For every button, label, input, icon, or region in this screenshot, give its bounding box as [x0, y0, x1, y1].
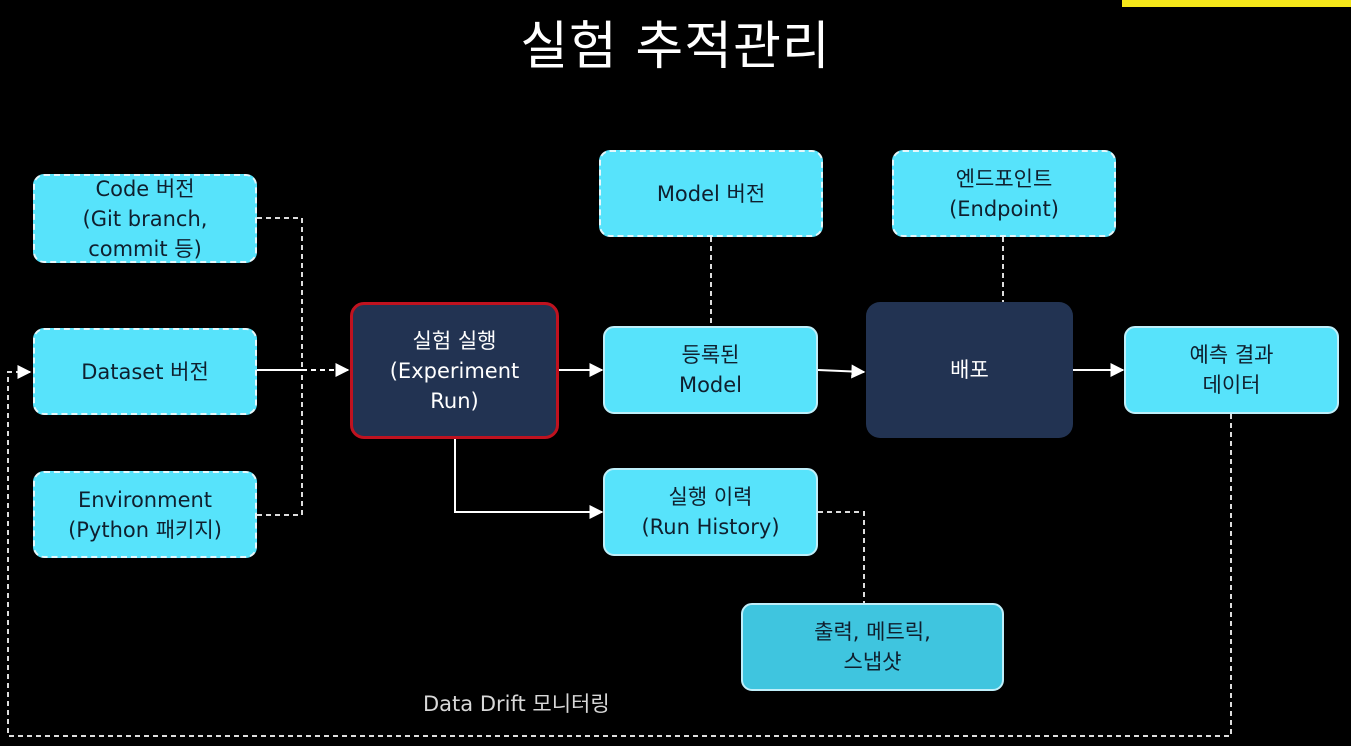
data-drift-label: Data Drift 모니터링 [423, 692, 610, 716]
accent-bar [1122, 0, 1351, 7]
connector-model-to-deploy [817, 364, 866, 379]
run-history-node: 실행 이력 (Run History) [603, 468, 818, 556]
diagram-title: 실험 추적관리 [520, 17, 831, 77]
outputs-node: 출력, 메트릭, 스냅샷 [741, 603, 1004, 691]
connector-env-to-run [257, 370, 303, 516]
environment-node: Environment (Python 패키지) [33, 471, 257, 558]
model-version-node: Model 버전 [599, 150, 823, 237]
experiment-run-node: 실험 실행 (Experiment Run) [350, 302, 559, 439]
dataset-version-node: Dataset 버전 [33, 328, 257, 415]
connector-run-to-history [454, 438, 604, 519]
endpoint-node: 엔드포인트 (Endpoint) [892, 150, 1116, 237]
connector-history-to-outputs [818, 511, 865, 603]
registered-model-node: 등록된 Model [603, 326, 818, 414]
prediction-data-node: 예측 결과 데이터 [1124, 326, 1339, 414]
connector-code-to-run [257, 217, 303, 370]
deploy-node: 배포 [866, 302, 1073, 438]
code-version-node: Code 버전 (Git branch, commit 등) [33, 174, 257, 263]
